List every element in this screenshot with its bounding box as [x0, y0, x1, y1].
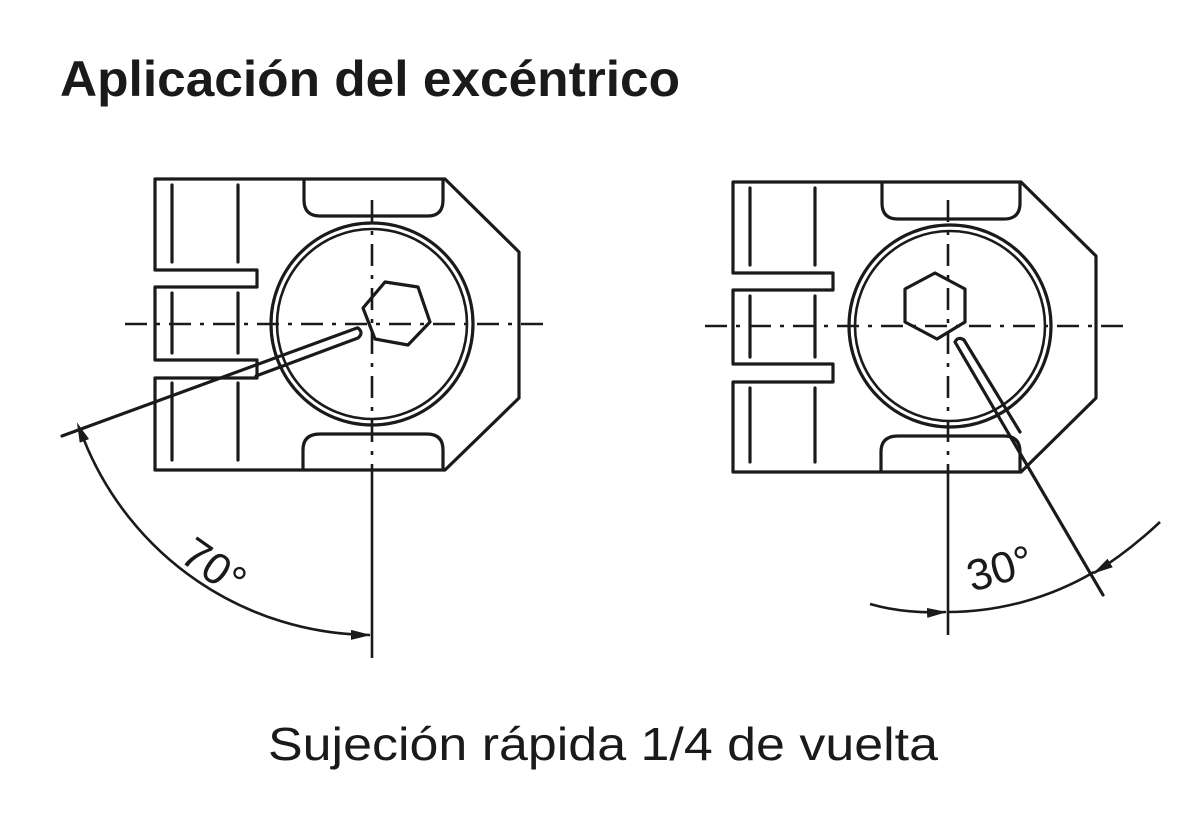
diagram-title: Aplicación del excéntrico: [60, 51, 680, 107]
left-eccentric-view: 70°: [60, 177, 548, 658]
right-hex-icon: [903, 271, 967, 341]
left-angle-arc: [76, 422, 371, 640]
left-block-lines: [170, 183, 240, 462]
right-bottom-pocket: [879, 434, 1022, 472]
right-angle-arc-right: [1093, 521, 1161, 575]
right-angle-label: 30°: [961, 536, 1038, 601]
right-lever: [953, 336, 1105, 597]
left-top-pocket: [302, 179, 445, 218]
diagram-caption: Sujeción rápida 1/4 de vuelta: [268, 718, 938, 770]
left-lever: [60, 326, 363, 438]
right-angle-arc: [947, 570, 1095, 614]
left-angle-label: 70°: [172, 528, 255, 606]
left-block-outline: [153, 177, 521, 472]
left-hex-icon: [361, 280, 432, 347]
right-angle-arc-left: [869, 602, 947, 618]
right-eccentric-view: 30°: [705, 180, 1161, 635]
right-block-outline: [731, 180, 1098, 474]
right-top-pocket: [880, 182, 1022, 221]
